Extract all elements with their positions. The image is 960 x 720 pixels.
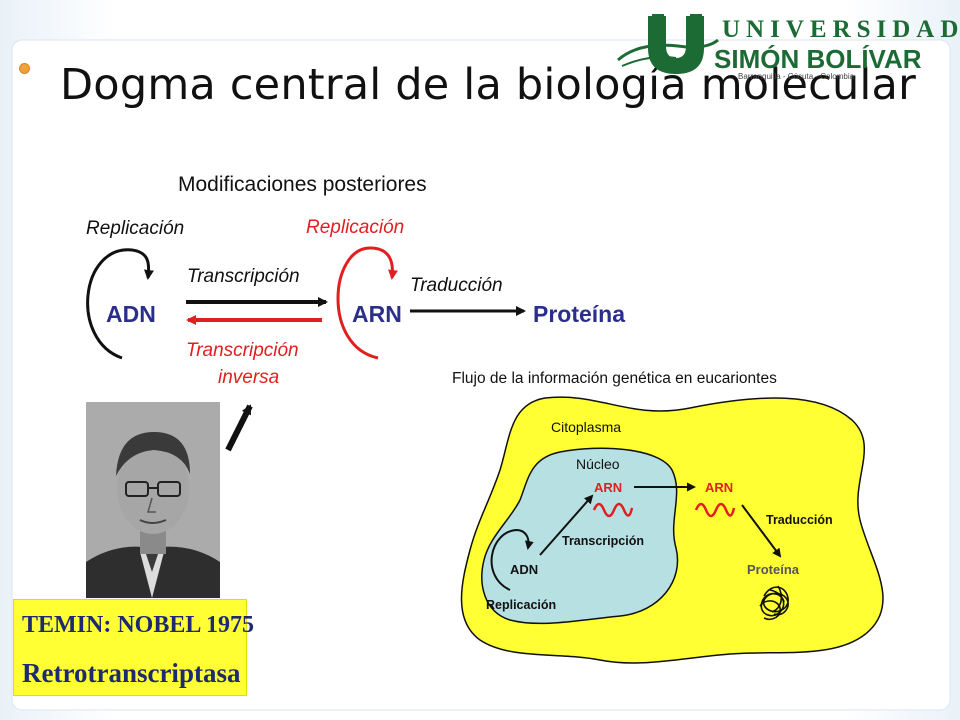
logo-line-simon-bolivar: SIMÓN BOLÍVAR — [714, 44, 922, 74]
cell-diagram-title: Flujo de la información genética en euca… — [452, 370, 777, 387]
rna-label-cytoplasm: ARN — [705, 480, 733, 495]
title-bullet-icon — [20, 64, 29, 73]
replication-label-right: Replicación — [306, 217, 404, 238]
translation-label: Traducción — [410, 275, 503, 296]
cell-replication-label: Replicación — [486, 598, 556, 612]
rna-label-nucleus: ARN — [594, 480, 622, 495]
retrotranscriptase-label: Retrotranscriptasa — [22, 658, 241, 688]
replication-label-left: Replicación — [86, 218, 184, 239]
slide-title: Dogma central de la biología molecular — [60, 60, 916, 110]
cell-translation-label: Traducción — [766, 513, 833, 527]
reverse-transcription-label-1: Transcripción — [186, 340, 299, 361]
temin-nobel-label: TEMIN: NOBEL 1975 — [22, 612, 255, 638]
rna-replication-loop — [336, 246, 398, 360]
logo-emblem-icon — [616, 14, 719, 74]
node-arn: ARN — [352, 301, 402, 327]
university-logo: UNIVERSIDAD SIMÓN BOLÍVAR Barranquilla -… — [612, 8, 958, 86]
transcription-label: Transcripción — [187, 266, 300, 287]
protein-tangle-icon — [759, 585, 789, 621]
logo-cities: Barranquilla - Cúcuta - Colombia — [738, 72, 855, 81]
cell-protein-label: Proteína — [747, 562, 800, 577]
rna-strand-cytoplasm — [694, 502, 736, 518]
dna-replication-loop — [86, 248, 154, 360]
node-adn: ADN — [106, 301, 156, 327]
nucleus-shape — [481, 447, 679, 625]
cell-translation-arrow — [741, 504, 782, 558]
temin-caption-box: TEMIN: NOBEL 1975 Retrotranscriptasa — [13, 599, 254, 696]
cell-transcription-label: Transcripción — [562, 534, 644, 548]
cytoplasm-label: Citoplasma — [551, 419, 621, 435]
cell-transcription-arrow — [539, 494, 594, 556]
reverse-transcription-label-2: inversa — [218, 367, 279, 388]
cell-replication-loop — [490, 528, 534, 591]
modifications-heading: Modificaciones posteriores — [178, 173, 427, 196]
cell-dna-label: ADN — [510, 562, 538, 577]
nucleus-label: Núcleo — [576, 456, 620, 472]
node-proteina: Proteína — [533, 301, 625, 327]
logo-line-universidad: UNIVERSIDAD — [722, 16, 960, 43]
rna-strand-nucleus — [592, 502, 634, 518]
temin-portrait — [86, 402, 220, 598]
pointer-arrow — [225, 404, 253, 452]
